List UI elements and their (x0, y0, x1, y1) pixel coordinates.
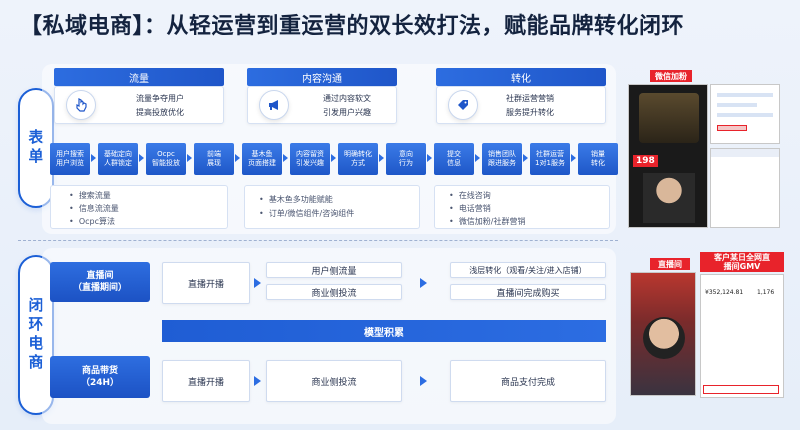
gmv-side-value: 1,176 (757, 289, 775, 296)
arrow-right-icon (91, 154, 96, 162)
live-purchase-box: 直播间完成购买 (450, 284, 606, 300)
section-divider (18, 240, 618, 241)
arrow-right-icon (427, 154, 432, 162)
bullet-item: • Ocpc算法 (69, 217, 115, 226)
biz-invest-box: 商业侧投流 (266, 284, 402, 300)
live-room-subtitle: （直播期间） (72, 283, 127, 293)
bullet-item: • 微信加粉/社群营销 (449, 217, 526, 226)
bullet-card-traffic: • 搜索流量 • 信息流流量 • Ocpc算法 (50, 185, 228, 229)
category-header-traffic: 流量 (54, 68, 224, 86)
category-line: 社群运营营销 (506, 94, 554, 103)
process-step: Ocpc 智能投放 (146, 143, 186, 175)
gmv-value: ¥352,124.81 (705, 289, 744, 296)
price-badge: 198 (633, 155, 658, 167)
category-header-content: 内容沟通 (247, 68, 397, 86)
arrow-right-icon (254, 278, 261, 288)
leads-table-screenshot (710, 148, 780, 228)
bullet-item: • 在线咨询 (449, 191, 491, 200)
highlight-row (703, 385, 779, 394)
process-step: 社群运营 1对1服务 (530, 143, 570, 175)
arrow-right-icon (379, 154, 384, 162)
host-photo (643, 317, 685, 359)
arrow-right-icon (187, 154, 192, 162)
live-room-tag: 直播间 (650, 258, 690, 270)
form-line (717, 93, 773, 97)
category-line: 通过内容软文 (323, 94, 371, 103)
bullet-card-conversion: • 在线咨询 • 电话营销 • 微信加粉/社群营销 (434, 185, 610, 229)
process-step: 内容留资 引发兴趣 (290, 143, 330, 175)
product-bottle-image (639, 93, 699, 143)
goods-label: 商品带货 （24H） (50, 356, 150, 398)
goods-start-box: 直播开播 (162, 360, 250, 402)
megaphone-icon (259, 90, 289, 120)
live-start-box: 直播开播 (162, 262, 250, 304)
category-header-conversion: 转化 (436, 68, 606, 86)
form-highlight (717, 125, 747, 131)
shallow-conversion-box: 浅层转化（观看/关注/进入店铺） (450, 262, 606, 278)
gmv-tag-line: 客户某日全网直 (714, 253, 770, 262)
category-line: 提高投放优化 (136, 108, 184, 117)
goods-title: 商品带货 (81, 366, 118, 376)
wechat-ad-screenshot: 198 (628, 84, 708, 228)
live-room-label: 直播间 （直播期间） (50, 262, 150, 302)
biz-invest-box-2: 商业侧投流 (266, 360, 402, 402)
goods-subtitle: （24H） (80, 378, 120, 388)
arrow-right-icon (571, 154, 576, 162)
presenter-photo (643, 173, 695, 223)
bullet-item: • 订单/微信组件/咨询组件 (259, 209, 355, 218)
hand-pointer-icon (66, 90, 96, 120)
process-step: 基木鱼 页面搭建 (242, 143, 282, 175)
process-step: 意向 行为 (386, 143, 426, 175)
process-step: 销售团队 跟进服务 (482, 143, 522, 175)
process-step: 基础定向 人群锁定 (98, 143, 138, 175)
arrow-right-icon (254, 376, 261, 386)
category-line: 流量争夺用户 (136, 94, 184, 103)
form-line (717, 113, 773, 117)
bullet-item: • 信息流流量 (69, 204, 119, 213)
live-room-screenshot (630, 272, 696, 396)
process-step: 销量 转化 (578, 143, 618, 175)
arrow-right-icon (139, 154, 144, 162)
form-page-screenshot (710, 84, 780, 144)
arrow-right-icon (523, 154, 528, 162)
live-room-title: 直播间 (86, 271, 114, 281)
wechat-tag: 微信加粉 (650, 70, 692, 82)
arrow-right-icon (420, 278, 427, 288)
arrow-right-icon (235, 154, 240, 162)
table-header (711, 149, 779, 157)
model-accumulation-bar: 模型积累 (162, 320, 606, 342)
process-step: 用户搜索 用户浏览 (50, 143, 90, 175)
tag-icon (448, 90, 478, 120)
category-line: 引发用户兴趣 (323, 108, 371, 117)
gmv-list-screenshot: ¥352,124.81 1,176 (700, 274, 784, 398)
arrow-right-icon (475, 154, 480, 162)
category-line: 服务提升转化 (506, 108, 554, 117)
bullet-item: • 电话营销 (449, 204, 491, 213)
user-traffic-box: 用户侧流量 (266, 262, 402, 278)
form-line (717, 103, 757, 107)
gmv-tag: 客户某日全网直 播间GMV (700, 252, 784, 272)
arrow-right-icon (331, 154, 336, 162)
process-step: 明确转化 方式 (338, 143, 378, 175)
bullet-item: • 基木鱼多功能赋能 (259, 195, 333, 204)
goods-pay-box: 商品支付完成 (450, 360, 606, 402)
arrow-right-icon (420, 376, 427, 386)
page-title: 【私域电商】：从轻运营到重运营的双长效打法，赋能品牌转化闭环 (20, 14, 685, 39)
gmv-tag-line: 播间GMV (723, 262, 761, 271)
process-step: 前端 展现 (194, 143, 234, 175)
bullet-item: • 搜索流量 (69, 191, 111, 200)
arrow-right-icon (283, 154, 288, 162)
process-step: 提交 信息 (434, 143, 474, 175)
bullet-card-content: • 基木鱼多功能赋能 • 订单/微信组件/咨询组件 (244, 185, 420, 229)
